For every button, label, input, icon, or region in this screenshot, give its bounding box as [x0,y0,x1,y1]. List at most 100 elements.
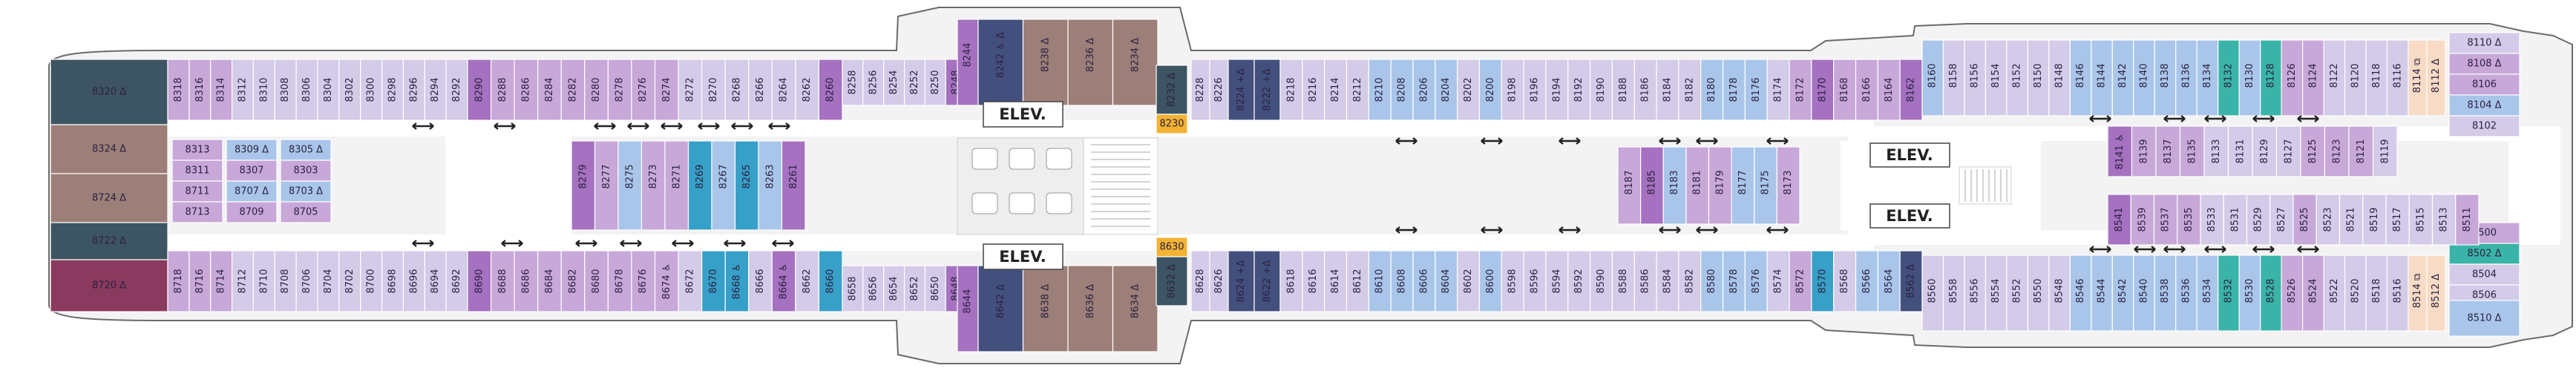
cabin-8606[interactable]: 8606 [1412,250,1436,312]
cabin-8276[interactable]: 8276 [631,59,656,121]
cabin-8261[interactable]: 8261 [781,140,806,231]
cabin-8722[interactable]: 8722 Δ [50,222,168,260]
cabin-8516[interactable]: 8516 [2386,255,2409,332]
cabin-8664[interactable]: 8664 ♿ [771,250,796,312]
cabin-8224[interactable]: 8224 +Δ [1228,59,1255,121]
cabin-8552[interactable]: 8552 [2006,255,2028,332]
cabin-8522[interactable]: 8522 [2323,255,2346,332]
cabin-8208[interactable]: 8208 [1390,59,1414,121]
cabin-8626[interactable]: 8626 [1209,250,1229,312]
cabin-8720[interactable]: 8720 Δ [50,259,168,312]
cabin-8628[interactable]: 8628 [1190,250,1210,312]
cabin-8303[interactable]: 8303 [280,160,332,182]
cabin-8608[interactable]: 8608 [1390,250,1414,312]
cabin-8630[interactable]: 8630 [1156,237,1188,257]
cabin-8160[interactable]: 8160 [1921,39,1944,116]
cabin-8570[interactable]: 8570 [1811,250,1835,312]
cabin-8614[interactable]: 8614 [1324,250,1348,312]
cabin-8598[interactable]: 8598 [1501,250,1524,312]
cabin-8274[interactable]: 8274 [654,59,679,121]
cabin-8718[interactable]: 8718 [167,250,190,312]
cabin-8252[interactable]: 8252 [903,59,926,106]
cabin-8566[interactable]: 8566 [1855,250,1878,312]
cabin-8184[interactable]: 8184 [1656,59,1679,121]
cabin-8724[interactable]: 8724 Δ [50,173,168,223]
cabin-8692[interactable]: 8692 [445,250,468,312]
cabin-8178[interactable]: 8178 [1722,59,1746,121]
cabin-8305[interactable]: 8305 Δ [280,139,332,161]
cabin-8624[interactable]: 8624 +Δ [1228,250,1255,312]
cabin-8300[interactable]: 8300 [360,59,383,121]
cabin-8658[interactable]: 8658 [842,265,864,312]
cabin-8704[interactable]: 8704 [317,250,340,312]
cabin-8236[interactable]: 8236 Δ [1067,19,1114,106]
cabin-8166[interactable]: 8166 [1855,59,1878,121]
cabin-8541[interactable]: 8541 [2107,194,2131,246]
cabin-8228[interactable]: 8228 [1190,59,1210,121]
cabin-8116[interactable]: 8116 [2386,39,2409,116]
cabin-8656[interactable]: 8656 [862,265,885,312]
cabin-8234[interactable]: 8234 Δ [1112,19,1158,106]
cabin-8186[interactable]: 8186 [1633,59,1657,121]
cabin-8668[interactable]: 8668 ♿ [724,250,750,312]
cabin-8152[interactable]: 8152 [2006,39,2028,116]
cabin-8174[interactable]: 8174 [1766,59,1790,121]
cabin-8194[interactable]: 8194 [1545,59,1569,121]
cabin-8266[interactable]: 8266 [748,59,773,121]
cabin-8688[interactable]: 8688 [490,250,515,312]
cabin-8106[interactable]: 8106 [2448,73,2520,96]
cabin-8698[interactable]: 8698 [381,250,404,312]
cabin-8313[interactable]: 8313 [171,139,223,161]
cabin-8554[interactable]: 8554 [1985,255,2008,332]
cabin-8708[interactable]: 8708 [274,250,297,312]
cabin-8294[interactable]: 8294 [424,59,447,121]
cabin-8710[interactable]: 8710 [252,250,275,312]
cabin-8131[interactable]: 8131 [2227,125,2253,177]
cabin-8286[interactable]: 8286 [514,59,539,121]
cabin-8267[interactable]: 8267 [711,140,736,231]
cabin-8132[interactable]: 8132 [2218,39,2240,116]
cabin-8562[interactable]: 8562 Δ [1899,250,1923,312]
cabin-8119[interactable]: 8119 [2372,125,2398,177]
cabin-8260[interactable]: 8260 [818,59,843,121]
cabin-8125[interactable]: 8125 [2300,125,2326,177]
cabin-8110[interactable]: 8110 Δ [2448,32,2520,54]
cabin-8548[interactable]: 8548 [2048,255,2071,332]
cabin-8282[interactable]: 8282 [560,59,586,121]
cabin-8542[interactable]: 8542 [2111,255,2134,332]
cabin-8307[interactable]: 8307 [226,160,278,182]
cabin-8308[interactable]: 8308 [274,59,297,121]
cabin-8696[interactable]: 8696 [402,250,425,312]
cabin-8512[interactable]: 8512 Δ [2426,255,2446,332]
cabin-8256[interactable]: 8256 [862,59,885,106]
cabin-8176[interactable]: 8176 [1744,59,1768,121]
cabin-8632[interactable]: 8632 Δ [1156,256,1188,306]
cabin-8513[interactable]: 8513 [2431,194,2457,246]
cabin-8550[interactable]: 8550 [2027,255,2050,332]
cabin-8529[interactable]: 8529 [2246,194,2271,246]
cabin-8310[interactable]: 8310 [252,59,275,121]
cabin-8586[interactable]: 8586 [1633,250,1657,312]
cabin-8258[interactable]: 8258 [842,59,864,106]
cabin-8124[interactable]: 8124 [2302,39,2324,116]
cabin-8652[interactable]: 8652 [903,265,926,312]
cabin-8238[interactable]: 8238 Δ [1022,19,1069,106]
cabin-8532[interactable]: 8532 [2218,255,2240,332]
cabin-8584[interactable]: 8584 [1656,250,1679,312]
cabin-8284[interactable]: 8284 [537,59,562,121]
cabin-8185[interactable]: 8185 [1640,146,1664,225]
cabin-8568[interactable]: 8568 [1833,250,1857,312]
cabin-8670[interactable]: 8670 [701,250,726,312]
cabin-8604[interactable]: 8604 [1435,250,1458,312]
cabin-8306[interactable]: 8306 [295,59,318,121]
cabin-8164[interactable]: 8164 [1877,59,1901,121]
cabin-8275[interactable]: 8275 [617,140,643,231]
cabin-8137[interactable]: 8137 [2155,125,2181,177]
cabin-8540[interactable]: 8540 [2133,255,2155,332]
cabin-8214[interactable]: 8214 [1324,59,1348,121]
cabin-8536[interactable]: 8536 [2175,255,2198,332]
cabin-8180[interactable]: 8180 [1700,59,1724,121]
cabin-8712[interactable]: 8712 [231,250,255,312]
cabin-8504[interactable]: 8504 [2448,263,2520,286]
cabin-8318[interactable]: 8318 [167,59,190,121]
